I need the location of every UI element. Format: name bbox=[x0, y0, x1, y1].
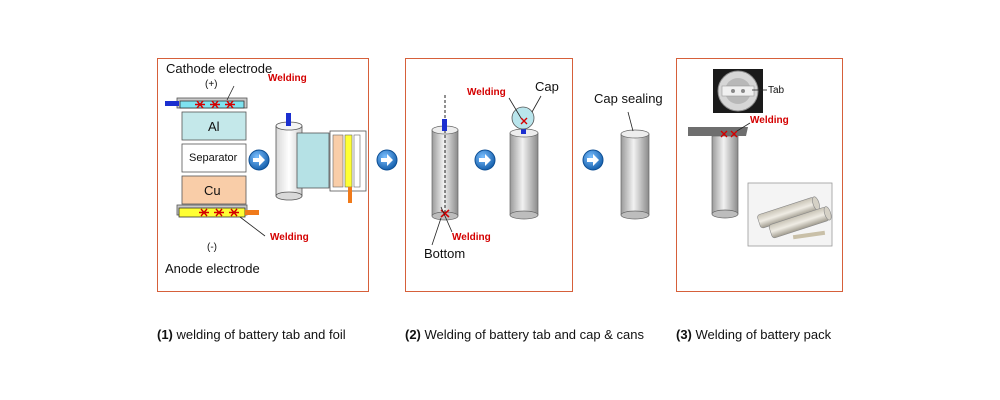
cap-welding-label: Welding bbox=[467, 87, 506, 98]
caption-step-2: (2) Welding of battery tab and cap & can… bbox=[405, 327, 644, 342]
battery-pack-photo bbox=[747, 182, 833, 247]
cathode-foil bbox=[165, 97, 248, 109]
jelly-roll-side-view bbox=[296, 130, 367, 203]
tab-photo bbox=[713, 69, 767, 113]
anode-weld-marks bbox=[199, 208, 239, 217]
caption-step-1-text: welding of battery tab and foil bbox=[172, 327, 346, 342]
positive-terminal-label: (+) bbox=[205, 79, 218, 90]
arrow-right-icon bbox=[582, 149, 604, 171]
bottom-welding-label: Welding bbox=[452, 232, 491, 243]
pack-welding-label: Welding bbox=[750, 115, 789, 126]
can-bottom-weld bbox=[431, 95, 459, 246]
arrow-right-icon bbox=[474, 149, 496, 171]
caption-step-3: (3) Welding of battery pack bbox=[676, 327, 831, 342]
negative-terminal-label: (-) bbox=[207, 242, 217, 253]
caption-step-2-text: Welding of battery tab and cap & cans bbox=[420, 327, 644, 342]
cap-label: Cap bbox=[535, 79, 559, 94]
cap-sealing-label: Cap sealing bbox=[594, 91, 663, 106]
arrow-right-icon bbox=[248, 149, 270, 171]
cu-label: Cu bbox=[204, 183, 221, 198]
al-label: Al bbox=[208, 119, 220, 134]
sealed-can bbox=[620, 111, 650, 220]
caption-step-1-number: (1) bbox=[157, 327, 173, 342]
separator-label: Separator bbox=[189, 152, 238, 164]
arrow-right-icon bbox=[376, 149, 398, 171]
anode-foil bbox=[176, 204, 259, 218]
bottom-label: Bottom bbox=[424, 246, 466, 261]
cathode-weld-marks bbox=[195, 100, 235, 109]
can-cap-weld bbox=[508, 95, 542, 220]
cathode-electrode-label: Cathode electrode bbox=[166, 61, 273, 76]
pack-cell bbox=[688, 122, 751, 219]
cathode-welding-label: Welding bbox=[268, 73, 307, 84]
anode-welding-label: Welding bbox=[270, 232, 309, 243]
anode-electrode-label: Anode electrode bbox=[165, 261, 260, 276]
caption-step-1: (1) welding of battery tab and foil bbox=[157, 327, 346, 342]
cu-layer bbox=[181, 175, 247, 205]
tab-label: Tab bbox=[768, 85, 785, 96]
caption-step-3-number: (3) bbox=[676, 327, 692, 342]
caption-step-2-number: (2) bbox=[405, 327, 421, 342]
separator-layer bbox=[181, 143, 247, 173]
caption-step-3-text: Welding of battery pack bbox=[691, 327, 832, 342]
al-layer bbox=[181, 111, 247, 141]
